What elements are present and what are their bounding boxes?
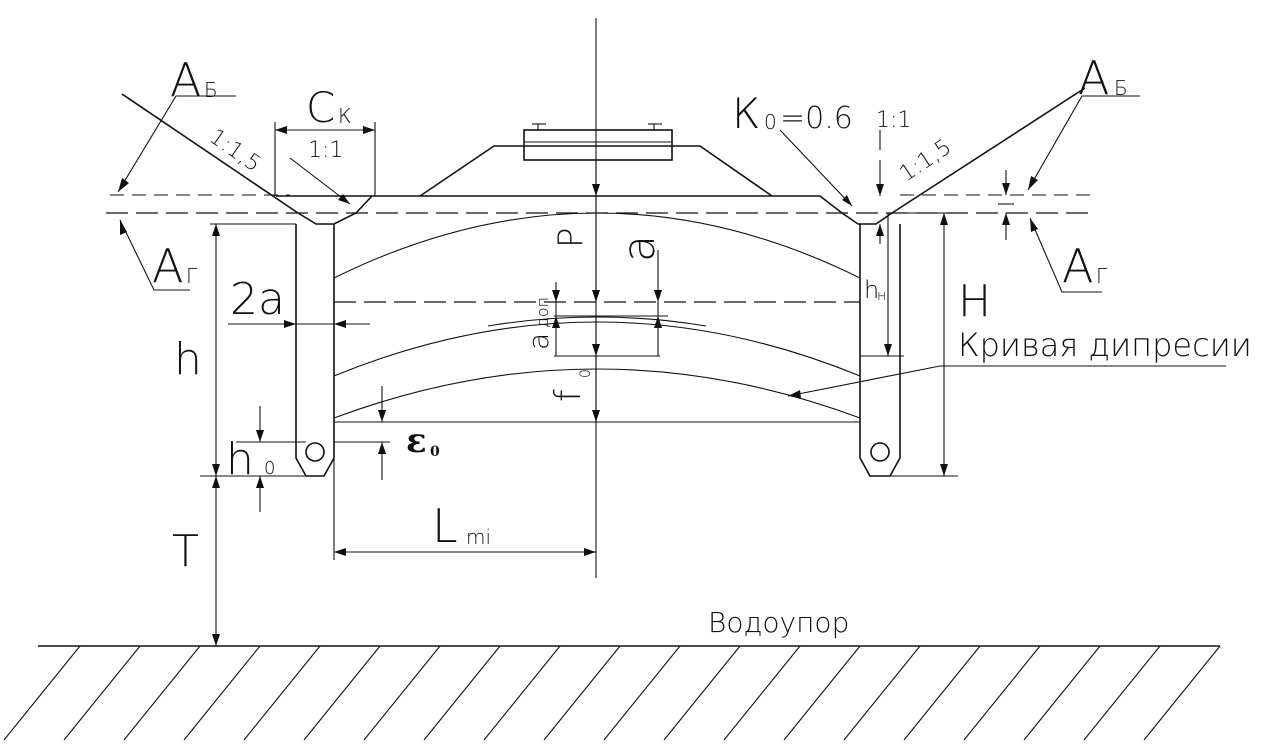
hatch-line: [603, 645, 681, 741]
hatch-line: [183, 645, 261, 741]
right-drain-pipe: [870, 442, 890, 462]
hatch-line: [363, 645, 441, 741]
depression-curves: [333, 212, 861, 423]
label-a-dop: а: [522, 333, 555, 350]
label-two-a: 2а: [230, 274, 285, 325]
label-a-g-left-sub: Г: [186, 264, 198, 288]
label-a-b-right: А: [1078, 51, 1109, 105]
hatch-line: [543, 645, 621, 741]
hatch-line: [1083, 645, 1161, 741]
hatch-line: [423, 645, 501, 741]
hatch-line: [783, 645, 861, 741]
label-a-g-right-sub: Г: [1096, 264, 1108, 288]
dimension-lines: [200, 122, 1014, 646]
label-f0-sub: 0: [578, 369, 594, 378]
label-depression-curve: Кривая дипресии: [958, 326, 1252, 364]
label-h0-sub: 0: [264, 458, 275, 479]
left-drain-trench: [295, 224, 335, 477]
label-a-b-left: А: [170, 53, 201, 107]
label-h-n: h: [864, 276, 879, 304]
label-slope-right-inner: 1:1: [876, 108, 911, 133]
label-h: h: [174, 334, 202, 385]
label-a-b-left-sub: Б: [204, 78, 218, 102]
hatch-line: [123, 645, 201, 741]
hatch-line: [1143, 645, 1221, 741]
label-T: Т: [172, 526, 199, 577]
label-h-n-sub: н: [877, 288, 886, 304]
hatch-line: [843, 645, 921, 741]
label-l-mi: L: [432, 499, 458, 553]
labels: А Б А Г А Б А Г С К 1:1,5 1:1 1:1 1:1,5 …: [152, 51, 1252, 639]
label-p: Р: [551, 227, 591, 248]
label-epsilon0-sub: 0: [430, 444, 440, 460]
label-H: Н: [958, 276, 991, 327]
rail-track: [523, 129, 673, 161]
left-drain-pipe: [305, 442, 325, 462]
label-epsilon0: ε: [406, 421, 427, 461]
hatch-line: [663, 645, 741, 741]
label-a-center: а: [614, 235, 665, 262]
label-a-b-right-sub: Б: [1114, 76, 1128, 100]
hatch-line: [483, 645, 561, 741]
label-slope-right-outer: 1:1,5: [895, 135, 956, 187]
hatch-line: [243, 645, 321, 741]
label-aquiclude: Водоупор: [708, 606, 849, 639]
label-f0: f: [548, 389, 589, 402]
leader-lines: [117, 95, 1226, 398]
hatch-line: [723, 645, 801, 741]
hatch-line: [1023, 645, 1101, 741]
label-k0: К: [732, 89, 760, 138]
label-k0-sub: 0: [764, 110, 777, 134]
label-l-mi-sub: mi: [466, 525, 491, 549]
label-c-k: С: [306, 83, 335, 132]
hatch-line: [63, 645, 141, 741]
label-a-g-left: А: [152, 239, 183, 293]
label-h0: h: [226, 434, 254, 485]
right-drain-trench: [859, 224, 901, 477]
hatch-line: [3, 645, 81, 741]
aquiclude-hatching: [3, 645, 1221, 741]
label-slope-left-inner: 1:1: [308, 138, 343, 163]
label-a-g-right: А: [1062, 239, 1093, 293]
label-c-k-sub: К: [338, 104, 351, 128]
hatch-line: [303, 645, 381, 741]
hatch-line: [963, 645, 1041, 741]
aquiclude-base: [3, 645, 1221, 741]
hatch-line: [903, 645, 981, 741]
label-a-dop-sub: доп: [533, 297, 552, 328]
label-k0-value: =0.6: [780, 101, 853, 136]
